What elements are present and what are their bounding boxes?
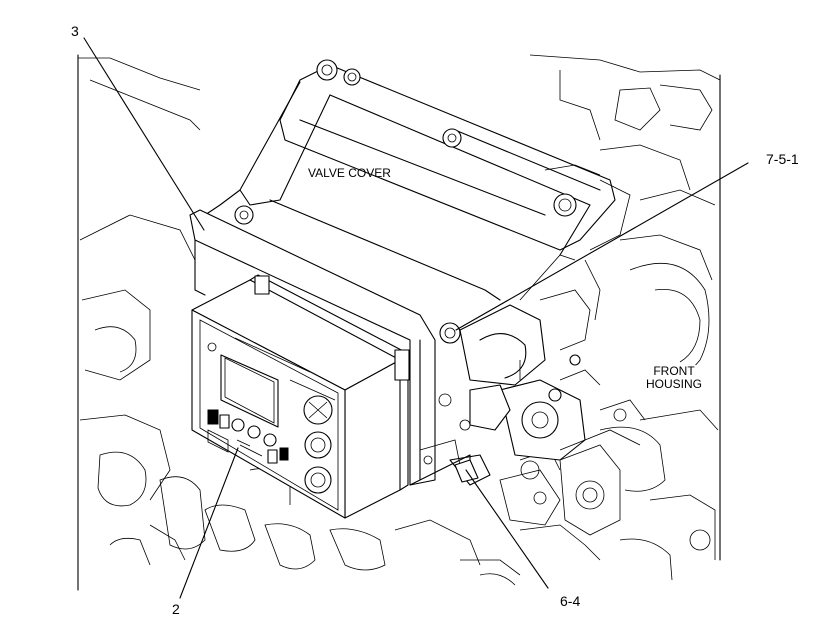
leader-lines <box>83 37 749 599</box>
leader-line-2 <box>179 447 239 599</box>
linkage-assembly <box>438 254 646 505</box>
front-housing-label-line1: FRONT <box>653 364 695 378</box>
callout-6-4: 6-4 <box>560 593 581 609</box>
front-housing-label-line2: HOUSING <box>646 377 703 392</box>
leader-line-6-4 <box>465 469 549 589</box>
callout-2: 2 <box>172 601 180 617</box>
valve-cover-outline <box>204 59 631 344</box>
leader-line-7-5-1 <box>455 162 749 331</box>
valve-cover-label: VALVE COVER <box>308 166 391 180</box>
front-housing-label: FRONT HOUSING <box>646 364 703 392</box>
leader-line-3 <box>83 37 205 231</box>
callout-3: 3 <box>71 23 79 39</box>
control-panel-box <box>191 274 410 519</box>
callout-7-5-1: 7-5-1 <box>766 151 799 167</box>
